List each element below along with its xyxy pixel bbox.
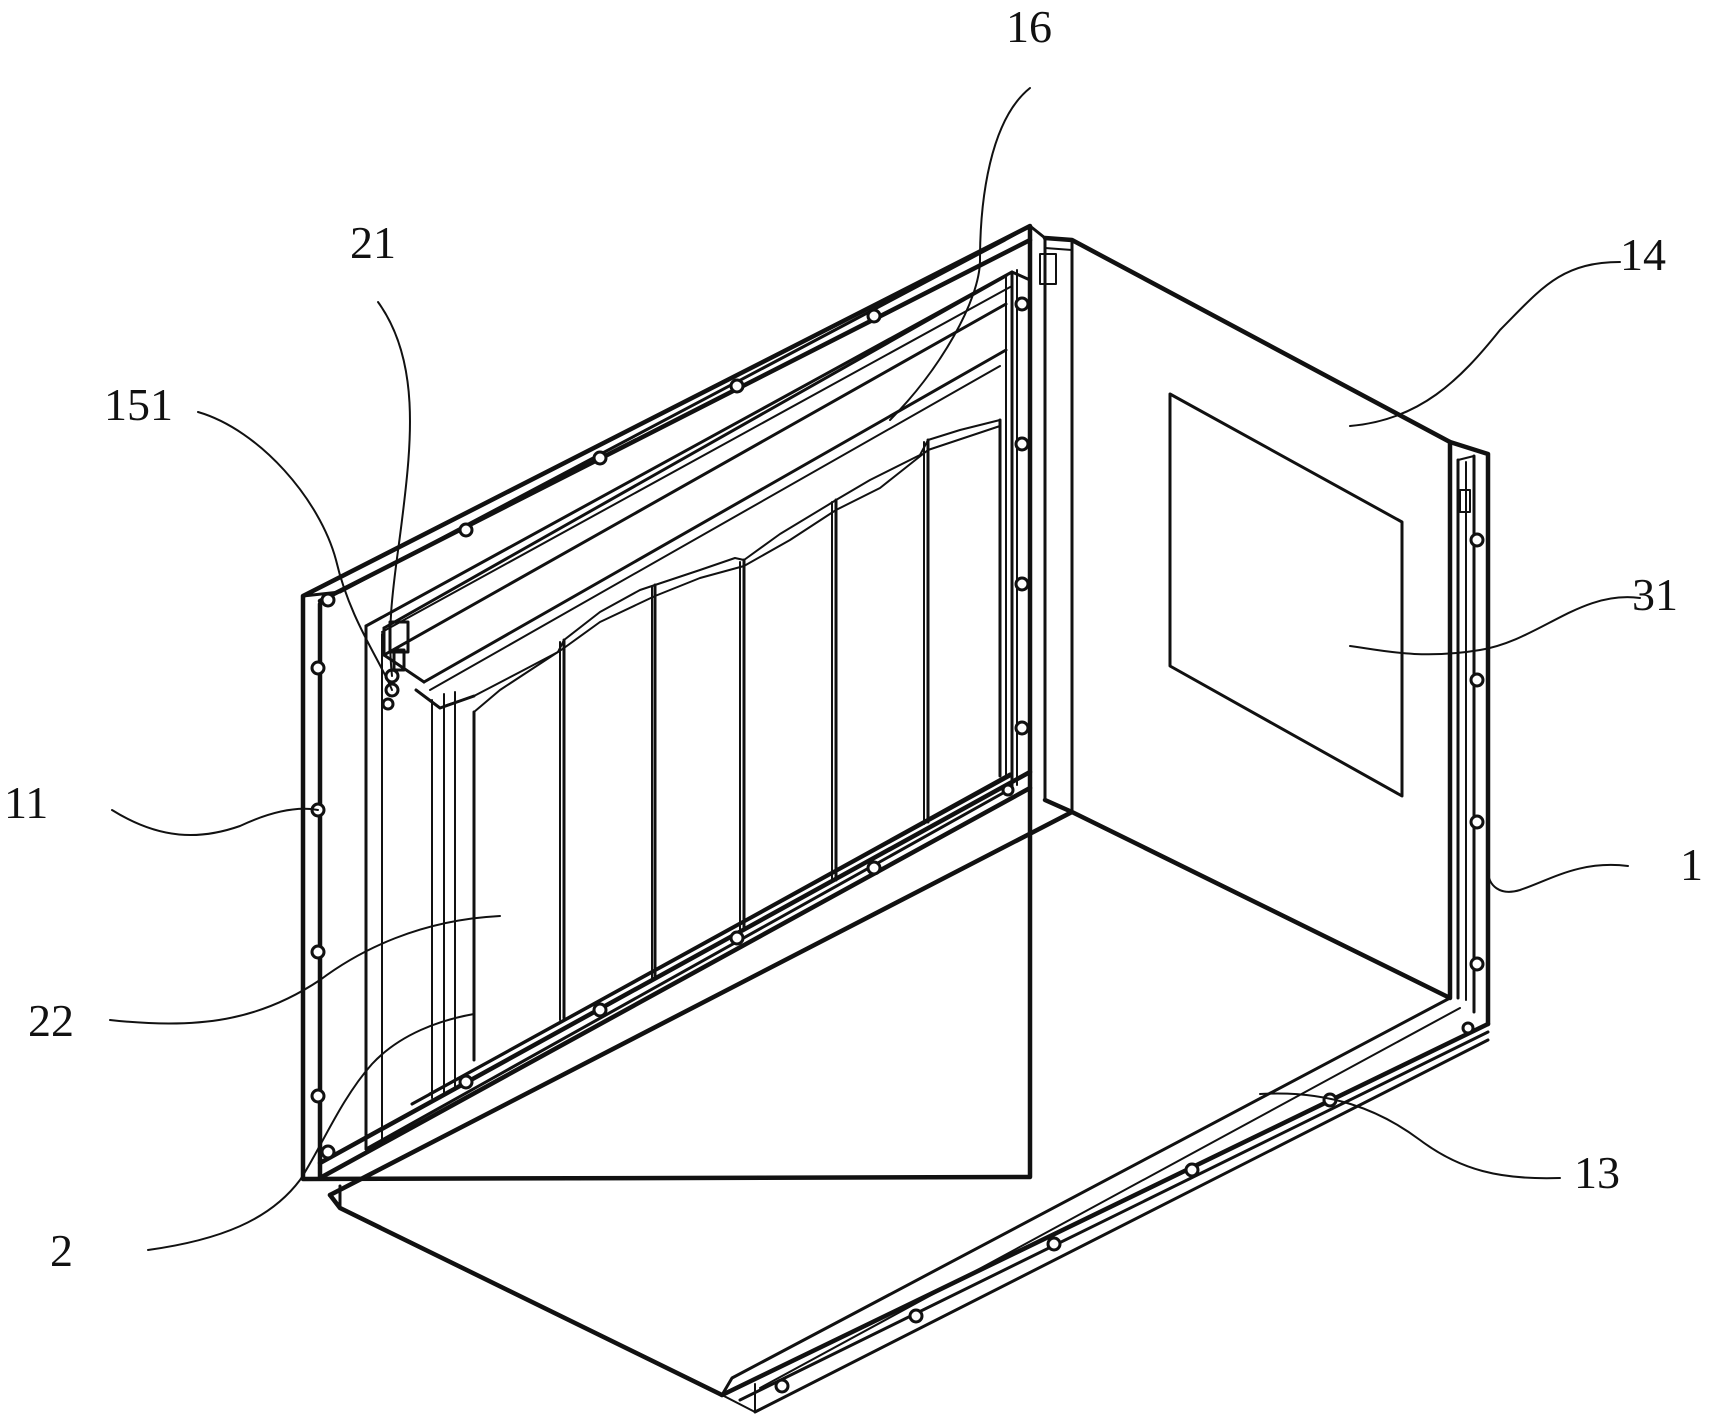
rear-frame xyxy=(1039,253,1491,1027)
bottom-rail xyxy=(317,769,1033,1181)
label-16: 16 xyxy=(1006,1,1052,52)
top-rail xyxy=(382,274,1008,691)
label-13: 13 xyxy=(1574,1147,1620,1198)
label-14: 14 xyxy=(1620,229,1666,280)
leader-lines xyxy=(109,87,1641,1251)
leader-11 xyxy=(111,807,319,837)
leader-14 xyxy=(1349,261,1621,427)
leader-13 xyxy=(1259,1092,1561,1180)
labels: 16 21 14 151 31 11 1 22 13 2 xyxy=(4,1,1703,1276)
label-11: 11 xyxy=(4,777,48,828)
label-21: 21 xyxy=(350,217,396,268)
top-panel-edges xyxy=(1010,224,1047,282)
hook-assembly xyxy=(381,620,410,711)
label-22: 22 xyxy=(28,995,74,1046)
side-panel xyxy=(1042,235,1453,1001)
leader-31 xyxy=(1349,596,1641,656)
leader-2 xyxy=(147,1013,475,1251)
leader-16 xyxy=(889,87,1031,421)
bottom-panel xyxy=(327,809,1491,1414)
label-151: 151 xyxy=(104,379,173,430)
leader-1 xyxy=(1487,863,1629,893)
label-2: 2 xyxy=(50,1225,73,1276)
bolts xyxy=(310,296,1485,1394)
front-frame xyxy=(300,223,1033,1182)
leader-151 xyxy=(197,411,393,691)
filter-bags xyxy=(414,418,1002,1062)
label-31: 31 xyxy=(1632,569,1678,620)
leader-22 xyxy=(109,915,501,1025)
leader-21 xyxy=(377,301,411,677)
label-1: 1 xyxy=(1680,839,1703,890)
left-posts xyxy=(364,269,1018,1151)
